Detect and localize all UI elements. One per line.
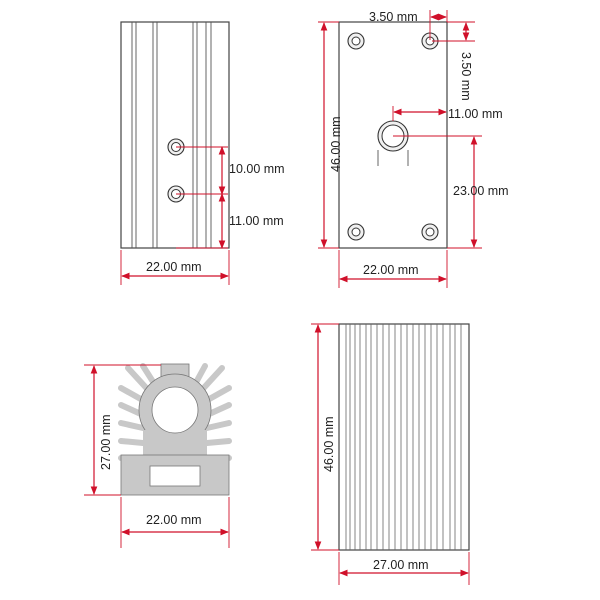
fin-lines <box>345 324 462 550</box>
side-view-top-left: 10.00 mm 11.00 mm 22.00 mm <box>120 21 285 285</box>
top-view-width-label: 22.00 mm <box>363 263 419 277</box>
hole-inset-y-label: 3.50 mm <box>459 52 473 101</box>
side-view-bottom-right: 46.00 mm 27.00 mm <box>311 323 470 585</box>
center-offset-x-label: 11.00 mm <box>448 107 503 121</box>
hole-inset-x-label: 3.50 mm <box>369 10 418 24</box>
front-profile-bottom-left: 27.00 mm 22.00 mm <box>84 363 232 548</box>
top-view-top-right: 3.50 mm 3.50 mm 11.00 mm 23.00 mm 46.00 … <box>318 10 509 288</box>
finned-height-label: 46.00 mm <box>322 416 336 472</box>
front-width-label: 22.00 mm <box>146 513 202 527</box>
front-height-label: 27.00 mm <box>99 414 113 470</box>
center-offset-y-label: 23.00 mm <box>453 184 509 198</box>
side-view-body <box>120 21 230 249</box>
hole-spacing-label: 10.00 mm <box>229 162 285 176</box>
finned-width-label: 27.00 mm <box>373 558 429 572</box>
side-view-width-label: 22.00 mm <box>146 260 202 274</box>
top-view-height-label: 46.00 mm <box>329 116 343 172</box>
hole-to-bottom-label: 11.00 mm <box>229 214 284 228</box>
finned-side-body <box>338 323 470 551</box>
heatsink-fin-profile <box>118 363 232 496</box>
